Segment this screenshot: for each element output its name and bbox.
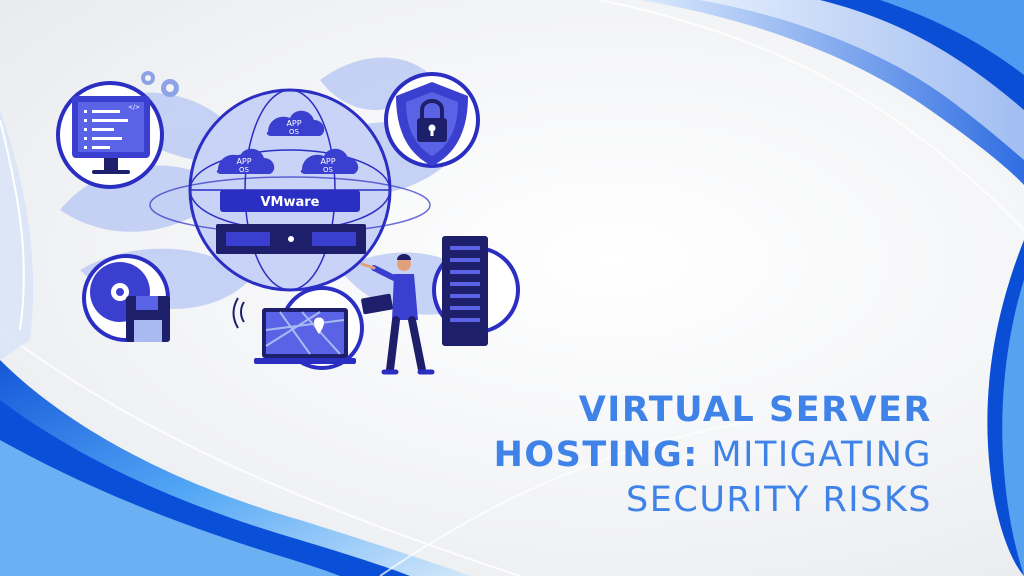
top-right-wave (599, 0, 1024, 231)
bottom-left-wave (0, 329, 521, 576)
headline-line-3: SECURITY RISKS (494, 478, 932, 523)
vmware-label: VMware (260, 195, 319, 210)
wifi-icon (232, 297, 245, 329)
monitor-icon: </> (56, 81, 164, 189)
disk-save-icon (82, 254, 170, 342)
virtual-server-illustration: </> APP OS APP OS APP OS VMware (56, 57, 520, 375)
cloud-app-label: APP (320, 157, 335, 166)
headline-text-hosting: HOSTING: (493, 435, 699, 475)
left-wave (0, 110, 34, 360)
shield-lock-icon (384, 72, 480, 168)
server-tower-icon (432, 236, 520, 346)
vmware-bar: VMware (220, 190, 360, 212)
right-wave (987, 240, 1024, 576)
headline-text-virtual-server: VIRTUAL SERVER (578, 390, 932, 430)
app-os-cloud-right: APP OS (300, 148, 359, 174)
laptop-map-icon (254, 286, 364, 370)
cloud-os-label: OS (289, 128, 300, 136)
gear-icon (141, 71, 179, 97)
headline: VIRTUAL SERVER HOSTING: MITIGATING SECUR… (494, 388, 932, 523)
cloud-app-label: APP (286, 119, 301, 128)
cloud-app-label: APP (236, 157, 251, 166)
server-unit (216, 224, 366, 254)
app-os-cloud-top: APP OS (266, 110, 325, 136)
cloud-os-label: OS (239, 166, 250, 174)
code-tag-label: </> (128, 104, 140, 111)
headline-line-2: HOSTING: MITIGATING (494, 433, 932, 478)
headline-text-mitigating: MITIGATING (711, 435, 932, 475)
headline-text-security-risks: SECURITY RISKS (626, 480, 932, 520)
headline-line-1: VIRTUAL SERVER (494, 388, 932, 433)
app-os-cloud-left: APP OS (216, 148, 275, 174)
person-figure (360, 254, 435, 375)
cloud-os-label: OS (323, 166, 334, 174)
